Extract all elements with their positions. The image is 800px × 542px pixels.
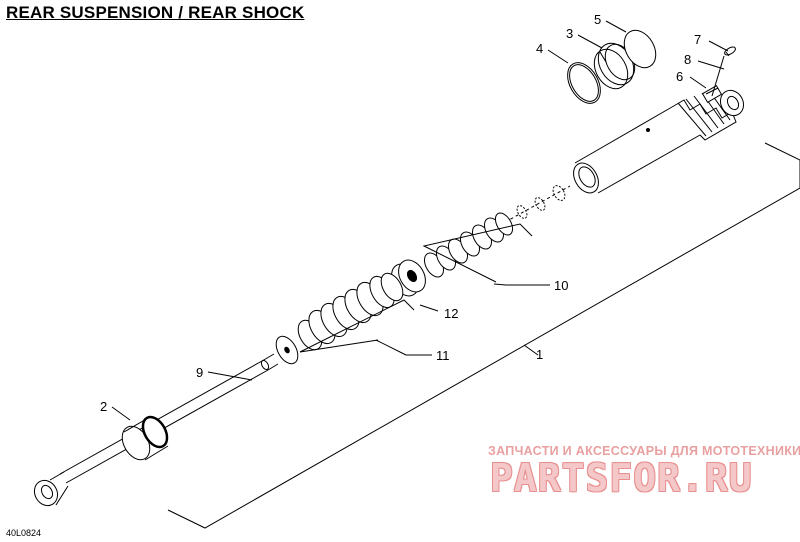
assembly-bracket-1 [167,142,800,529]
callout-9: 9 [196,365,203,380]
callout-8: 8 [684,52,691,67]
part-7-screw [724,46,736,57]
callout-labels: 1 2 3 4 5 6 7 8 9 10 11 12 [100,12,701,414]
diagram-code: 40L0824 [6,528,42,538]
callout-7: 7 [694,32,701,47]
part-12-piston [391,259,426,297]
part-10-spring [424,212,514,278]
part-9-rod [59,353,279,484]
rod-washer [275,335,299,365]
part-5-disc [623,29,657,69]
callout-12: 12 [444,306,458,321]
watermark-caption: ЗАПЧАСТИ И АКСЕССУАРЫ ДЛЯ МОТОТЕХНИКИ [488,444,800,458]
rod-end-eyelet [33,471,69,507]
callout-6: 6 [676,69,683,84]
callout-11: 11 [436,348,450,363]
shock-body-cylinder [573,84,745,194]
part-4-oring [567,62,601,104]
callout-5: 5 [594,12,601,27]
watermark-logo: PARTSFOR.RU [490,456,753,500]
part-11-spring [297,272,404,351]
leader-lines [111,20,729,421]
callout-10: 10 [554,278,568,293]
callout-4: 4 [536,41,543,56]
part-2-seal-head [121,415,169,461]
callout-2: 2 [100,399,107,414]
callout-3: 3 [566,26,573,41]
small-washers [499,185,571,226]
page-title: REAR SUSPENSION / REAR SHOCK [6,3,305,22]
callout-1: 1 [536,347,543,362]
